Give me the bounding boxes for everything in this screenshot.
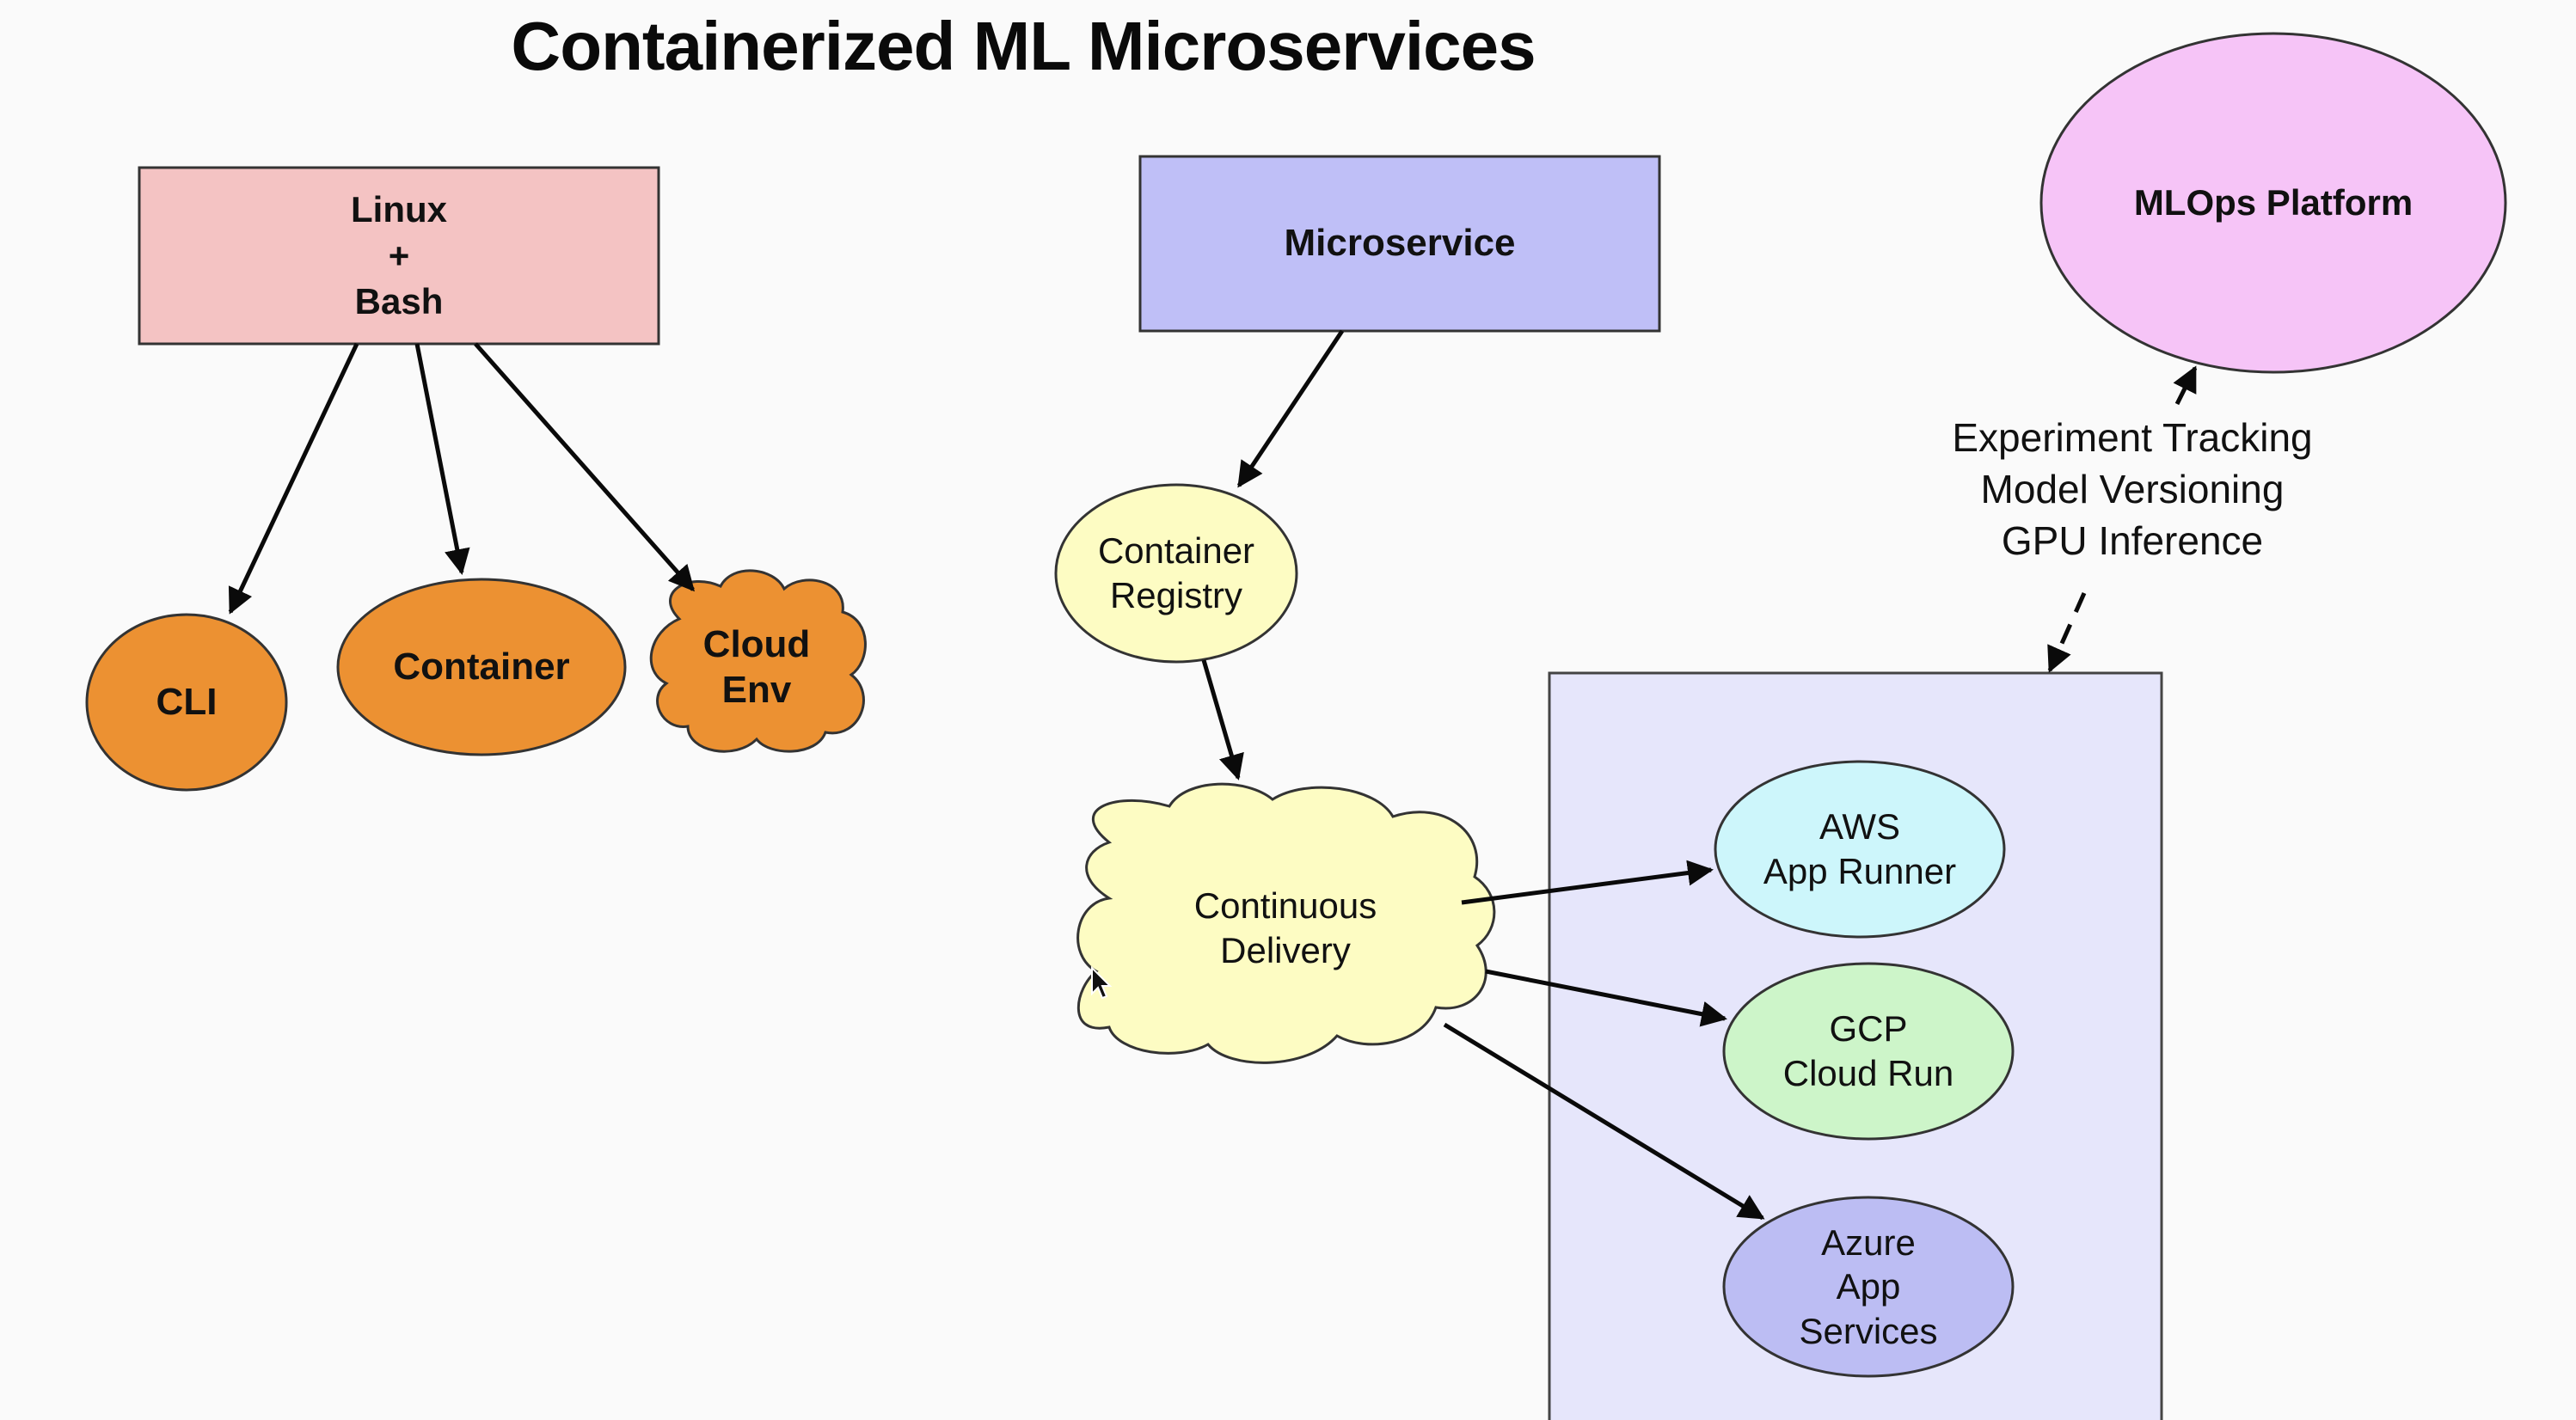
aws-text: AWS App Runner: [1763, 805, 1957, 892]
container-registry-text: Container Registry: [1097, 529, 1255, 616]
arrow-linux-to-cli: [228, 342, 359, 615]
cli-text: CLI: [156, 680, 218, 723]
linux-bash-label: Linux + Bash: [139, 168, 659, 344]
mlops-capabilities-caption: Experiment Tracking Model Versioning GPU…: [1874, 413, 2390, 566]
aws-app-runner-node[interactable]: [1714, 760, 2006, 939]
microservice-box[interactable]: [1138, 155, 1661, 333]
arrow-registry-to-delivery: [1201, 659, 1244, 780]
mlops-text: MLOps Platform: [2133, 181, 2413, 223]
container-node[interactable]: [336, 578, 627, 756]
cloud-env-text: Cloud Env: [702, 623, 811, 711]
arrow-panel-to-mlops-lower: [2047, 591, 2087, 673]
mouse-cursor-icon: [1091, 966, 1113, 1000]
cli-node[interactable]: [85, 613, 288, 792]
cloud-env-node[interactable]: [649, 569, 867, 753]
arrow-microservice-to-registry: [1236, 329, 1345, 488]
microservice-text: Microservice: [1284, 222, 1516, 265]
container-registry-label: Container Registry: [1056, 485, 1297, 662]
gcp-text: GCP Cloud Run: [1782, 1007, 1954, 1094]
mlops-label: MLOps Platform: [2041, 34, 2505, 372]
caption-line-model-versioning: Model Versioning: [1980, 466, 2285, 511]
gcp-cloud-run-node[interactable]: [1722, 962, 2015, 1141]
continuous-delivery-label: Continuous Delivery: [1109, 842, 1462, 1014]
mlops-platform-node[interactable]: [2039, 32, 2507, 374]
arrow-linux-to-container: [414, 343, 470, 575]
linux-bash-text: Linux + Bash: [351, 188, 447, 322]
azure-text: Azure App Services: [1799, 1222, 1938, 1351]
cli-label: CLI: [87, 615, 286, 790]
container-label: Container: [338, 579, 625, 755]
arrow-panel-to-mlops-upper: [2173, 365, 2198, 406]
container-registry-node[interactable]: [1054, 483, 1298, 664]
cloud-env-label: Cloud Env: [653, 578, 860, 758]
arrow-delivery-to-aws: [1461, 860, 1714, 905]
continuous-delivery-text: Continuous Delivery: [1193, 884, 1377, 971]
azure-label: Azure App Services: [1724, 1197, 2013, 1376]
arrow-delivery-to-azure: [1443, 1022, 1765, 1221]
caption-line-experiment-tracking: Experiment Tracking: [1952, 415, 2313, 460]
arrow-delivery-to-gcp: [1485, 969, 1727, 1027]
arrow-linux-to-cloud-env: [474, 342, 695, 592]
aws-label: AWS App Runner: [1715, 762, 2004, 937]
azure-app-services-node[interactable]: [1722, 1196, 2015, 1378]
microservice-label: Microservice: [1140, 156, 1659, 331]
linux-bash-box[interactable]: [138, 166, 660, 346]
gcp-label: GCP Cloud Run: [1724, 964, 2013, 1139]
continuous-delivery-node[interactable]: [1076, 782, 1496, 1064]
container-text: Container: [393, 645, 570, 688]
caption-line-gpu-inference: GPU Inference: [2001, 517, 2264, 563]
diagram-title: Containerized ML Microservices: [511, 8, 1536, 84]
